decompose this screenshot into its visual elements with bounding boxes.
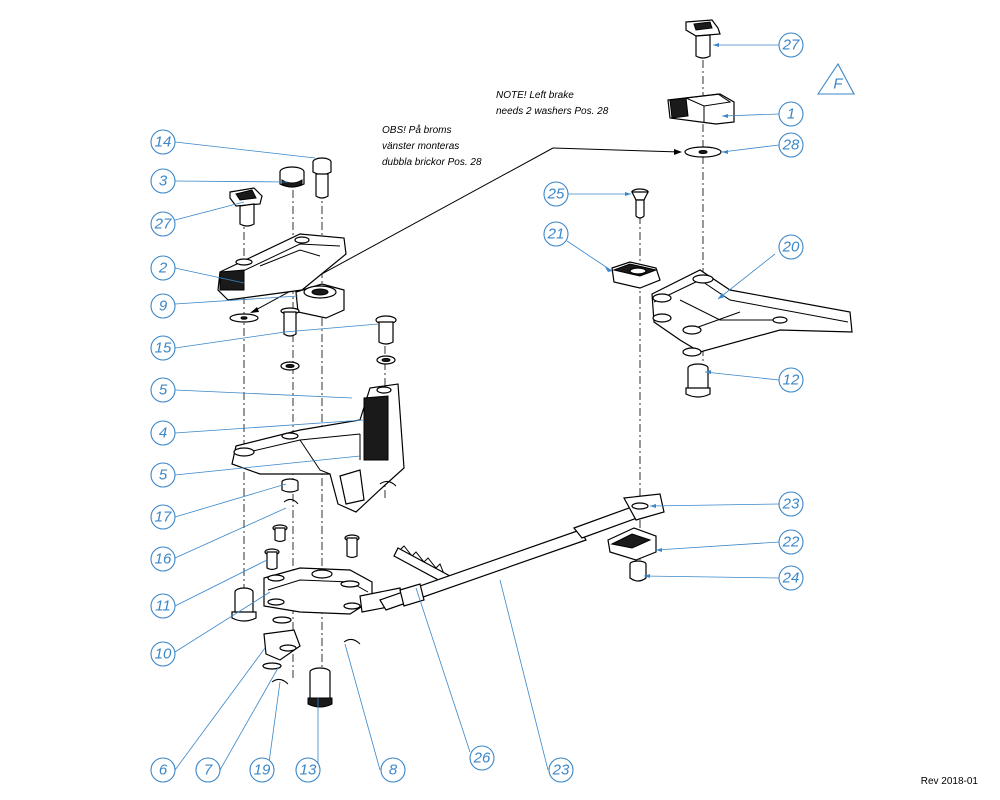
callout-12: 12 — [778, 367, 804, 393]
view-marker-label: F — [833, 76, 843, 93]
callout-14: 14 — [150, 129, 176, 155]
svg-text:17: 17 — [155, 509, 172, 526]
part-13-bushing — [307, 667, 333, 708]
svg-text:7: 7 — [204, 762, 213, 779]
callout-23-bottom: 23 — [548, 757, 574, 783]
callout-21: 21 — [543, 221, 569, 247]
callout-11: 11 — [150, 593, 176, 619]
svg-text:5: 5 — [159, 467, 168, 484]
callout-22: 22 — [778, 529, 804, 555]
svg-text:9: 9 — [159, 298, 168, 315]
svg-text:10: 10 — [155, 646, 172, 663]
part-25-screw — [631, 188, 649, 219]
part-12-bushing — [685, 363, 711, 398]
part-5-bushings-top — [280, 355, 396, 371]
callout-27-right: 27 — [778, 32, 804, 58]
callout-7: 7 — [195, 757, 221, 783]
part-27-pin-right — [685, 19, 721, 59]
svg-text:14: 14 — [155, 134, 172, 151]
part-21-block — [611, 261, 661, 289]
svg-text:21: 21 — [547, 226, 565, 243]
callout-6: 6 — [150, 757, 176, 783]
part-23-rod — [379, 493, 665, 611]
svg-text:27: 27 — [154, 216, 172, 233]
note-english: NOTE! Left brake needs 2 washers Pos. 28 — [496, 90, 609, 117]
svg-text:16: 16 — [155, 551, 172, 568]
svg-text:5: 5 — [159, 382, 168, 399]
part-14-screw — [312, 157, 332, 199]
svg-text:22: 22 — [782, 534, 800, 551]
svg-text:2: 2 — [158, 260, 168, 277]
callout-9: 9 — [150, 293, 176, 319]
svg-text:6: 6 — [159, 762, 168, 779]
svg-text:1: 1 — [787, 106, 795, 123]
svg-text:19: 19 — [254, 762, 271, 779]
callout-2: 2 — [150, 255, 176, 281]
svg-text:20: 20 — [782, 239, 800, 256]
part-22-bracket — [607, 527, 657, 561]
svg-text:12: 12 — [783, 372, 800, 389]
part-2-housing — [217, 233, 347, 301]
part-24-bushing — [629, 560, 647, 582]
part-4-main-bracket — [231, 383, 405, 513]
callout-20: 20 — [778, 234, 804, 260]
callout-19: 19 — [249, 757, 275, 783]
part-11-pins — [264, 524, 360, 571]
part-20-lever-arm — [651, 269, 853, 357]
svg-text:25: 25 — [547, 186, 565, 203]
callout-28: 28 — [778, 132, 804, 158]
callout-27-left: 27 — [150, 211, 176, 237]
part-lower-linkage — [263, 567, 405, 615]
part-27-pin-left — [229, 187, 263, 227]
svg-text:13: 13 — [300, 762, 317, 779]
svg-text:8: 8 — [389, 762, 398, 779]
svg-text:26: 26 — [473, 750, 491, 767]
svg-text:23: 23 — [552, 762, 570, 779]
part-3-adjuster — [279, 166, 305, 188]
part-10-bushing — [231, 587, 257, 622]
svg-text:24: 24 — [782, 570, 800, 587]
callout-10: 10 — [150, 641, 176, 667]
part-8-clip — [343, 638, 361, 645]
svg-text:3: 3 — [159, 173, 168, 190]
callout-3: 3 — [150, 168, 176, 194]
callout-8: 8 — [380, 757, 406, 783]
note-swedish: OBS! På broms vänster monteras dubbla br… — [382, 125, 482, 168]
svg-text:23: 23 — [782, 496, 800, 513]
svg-text:28: 28 — [782, 137, 800, 154]
part-15-pins — [280, 307, 397, 345]
callout-17: 17 — [150, 504, 176, 530]
callout-4: 4 — [150, 420, 176, 446]
callout-23-right: 23 — [778, 491, 804, 517]
revision-label: Rev 2018-01 — [920, 776, 978, 787]
callout-5-bottom: 5 — [150, 462, 176, 488]
callout-25: 25 — [543, 181, 569, 207]
svg-text:27: 27 — [782, 37, 800, 54]
svg-text:4: 4 — [159, 425, 167, 442]
svg-text:11: 11 — [155, 598, 171, 615]
part-1-clip-right — [667, 93, 735, 125]
callout-24: 24 — [778, 565, 804, 591]
part-28-washer-left — [229, 313, 259, 323]
part-16-clips — [283, 480, 397, 505]
callout-26: 26 — [469, 745, 495, 771]
callouts: 27 1 28 25 21 20 12 23 22 24 14 3 27 2 9… — [150, 32, 804, 783]
callout-5-top: 5 — [150, 377, 176, 403]
leader-lines — [174, 43, 780, 771]
callout-1: 1 — [778, 101, 804, 127]
part-28-washer — [684, 146, 722, 158]
part-6-7-lower-parts — [262, 616, 301, 685]
svg-text:15: 15 — [155, 340, 172, 357]
callout-15: 15 — [150, 335, 176, 361]
part-9-nut — [295, 283, 345, 319]
callout-16: 16 — [150, 546, 176, 572]
part-17-bushing — [281, 478, 299, 493]
view-marker: F — [816, 62, 855, 95]
callout-13: 13 — [295, 757, 321, 783]
